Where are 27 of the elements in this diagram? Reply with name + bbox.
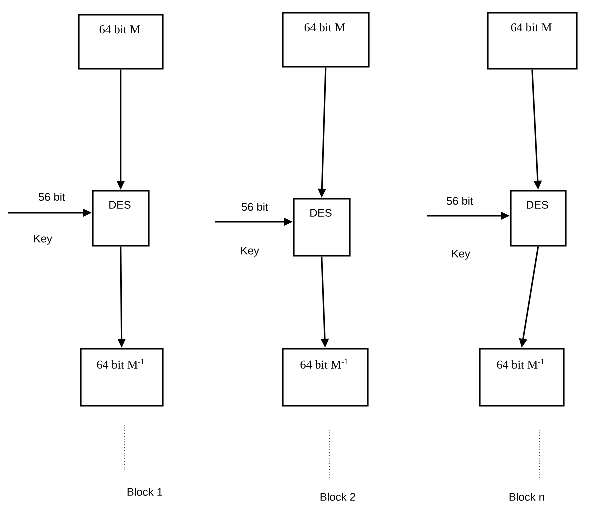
box-text: 64 bit M$^{-1}$ — [97, 359, 144, 369]
box-text: 64 bit M$^{-1}$ — [300, 359, 348, 369]
label: Key — [241, 247, 260, 257]
box-text: DES — [527, 201, 548, 209]
message-box — [80, 348, 164, 407]
box-text: 64 bit M$^{-1}$ — [497, 359, 544, 369]
label: Key — [34, 235, 52, 245]
label: Block 1 — [128, 488, 162, 496]
cipher-box — [92, 190, 150, 247]
label: Block 2 — [320, 492, 356, 502]
message-box — [282, 348, 369, 407]
box-text: 64 bit M — [511, 23, 552, 32]
message-box — [282, 12, 370, 68]
edge-label: 56 bit — [242, 202, 268, 212]
cipher-box — [510, 190, 567, 247]
cipher-box — [293, 198, 351, 257]
label: Key — [452, 250, 470, 260]
box-text: 64 bit M — [100, 25, 140, 34]
message-box — [487, 12, 578, 70]
edge-label: 56 bit — [39, 192, 66, 202]
box-text: DES — [110, 201, 131, 209]
box-text: DES — [310, 209, 332, 217]
message-box — [78, 14, 164, 70]
box-text: 64 bit M — [304, 23, 346, 32]
message-box — [479, 348, 565, 407]
label: Block n — [510, 492, 544, 502]
edge-label: 56 bit — [446, 196, 474, 206]
